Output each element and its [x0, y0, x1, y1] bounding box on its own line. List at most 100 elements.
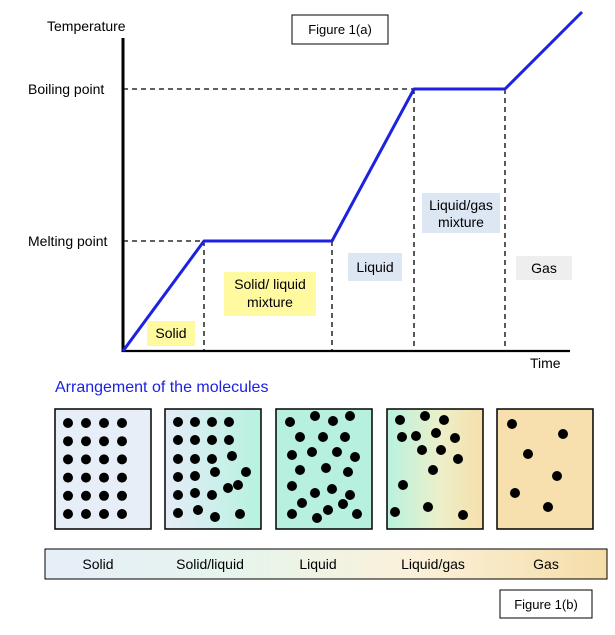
molecule-dot: [345, 490, 355, 500]
molecule-dot: [210, 512, 220, 522]
phase-text-solid: Solid: [155, 325, 186, 341]
molecule-dot: [81, 490, 91, 501]
molecule-dot: [295, 465, 305, 475]
molecule-box-liquid: [275, 408, 373, 530]
molecule-dot: [117, 509, 127, 519]
molecule-dot: [345, 411, 355, 421]
x-axis-label: Time: [530, 355, 561, 371]
melting-point-label: Melting point: [28, 233, 107, 249]
molecule-dot: [332, 447, 342, 457]
strip-label-liquid: Liquid: [299, 556, 336, 572]
phase-label-solid: Solid: [147, 321, 195, 346]
boiling-point-label: Boiling point: [28, 81, 104, 97]
phase-text-solid-liquid-line1: Solid/ liquid: [234, 276, 306, 292]
molecule-box-solid-liquid: [164, 408, 262, 530]
molecule-dot: [207, 417, 217, 427]
molecule-dot: [190, 454, 200, 464]
molecule-dot: [307, 447, 317, 457]
molecule-dot: [312, 513, 322, 523]
molecule-dot: [63, 436, 73, 447]
strip-label-solid-liquid: Solid/liquid: [176, 556, 244, 572]
molecule-dot: [227, 451, 237, 461]
molecule-dot: [190, 417, 200, 427]
molecule-dot: [297, 498, 307, 508]
molecule-dot: [173, 508, 183, 518]
phase-label-liquid: Liquid: [348, 253, 402, 281]
phase-text-liquid-gas-line1: Liquid/gas: [429, 197, 493, 213]
molecule-dot: [417, 445, 427, 455]
phase-text-solid-liquid-line2: mixture: [247, 294, 293, 310]
molecule-dot: [397, 432, 407, 442]
strip-label-solid: Solid: [82, 556, 113, 572]
molecule-dot: [350, 452, 360, 462]
molecule-dot: [207, 490, 217, 500]
molecule-dot: [458, 510, 468, 520]
molecule-dot: [207, 435, 217, 445]
figure-1b-label: Figure 1(b): [514, 597, 578, 612]
molecule-dot: [173, 490, 183, 500]
molecule-dot: [558, 429, 568, 439]
molecule-dot: [552, 471, 562, 481]
molecule-box-solid: [54, 408, 152, 530]
molecule-box-gas: [496, 408, 594, 530]
molecule-dots-liquid-gas: [390, 411, 468, 520]
molecule-dot: [190, 471, 200, 481]
molecule-dot: [390, 507, 400, 517]
molecule-dots-gas: [507, 419, 568, 512]
state-strip: Solid Solid/liquid Liquid Liquid/gas Gas: [44, 548, 608, 580]
molecule-dot: [287, 481, 297, 491]
strip-label-liquid-gas: Liquid/gas: [401, 556, 465, 572]
molecule-dot: [338, 499, 348, 509]
molecule-dot: [63, 509, 73, 519]
molecule-dot: [352, 509, 362, 519]
molecule-dot: [431, 428, 441, 438]
molecule-dot: [81, 454, 91, 465]
molecule-dot: [81, 418, 91, 428]
molecule-dot: [99, 490, 109, 501]
phase-text-liquid: Liquid: [356, 259, 393, 275]
molecule-dot: [173, 472, 183, 482]
molecule-dot: [510, 488, 520, 498]
phase-label-liquid-gas: Liquid/gas mixture: [422, 193, 500, 233]
molecule-dot: [285, 417, 295, 427]
molecule-dot: [420, 411, 430, 421]
molecule-dot: [63, 418, 73, 428]
molecule-box-liquid-gas: [386, 408, 484, 530]
molecule-dot: [436, 445, 446, 455]
molecule-dot: [223, 483, 233, 493]
molecule-dot: [287, 509, 297, 519]
molecule-dot: [318, 432, 328, 442]
arrangement-title: Arrangement of the molecules: [55, 379, 268, 396]
molecule-dot: [523, 449, 533, 459]
molecule-dot: [190, 488, 200, 498]
molecule-dot: [190, 435, 200, 445]
molecule-dot: [117, 454, 127, 465]
molecule-dot: [411, 431, 421, 441]
strip-label-gas: Gas: [533, 556, 559, 572]
molecule-dot: [224, 417, 234, 427]
molecule-dot: [235, 509, 245, 519]
molecule-dot: [453, 454, 463, 464]
molecule-dot: [207, 454, 217, 464]
phase-text-liquid-gas-line2: mixture: [438, 214, 484, 230]
molecule-dot: [439, 415, 449, 425]
molecule-dot: [323, 505, 333, 515]
molecule-dot: [117, 436, 127, 447]
molecule-dot: [398, 480, 408, 490]
molecule-dot: [117, 490, 127, 501]
molecule-dot: [173, 435, 183, 445]
molecule-dot: [173, 417, 183, 427]
molecule-dot: [328, 416, 338, 426]
molecule-dot: [99, 454, 109, 465]
molecule-dot: [327, 484, 337, 494]
molecule-dot: [81, 509, 91, 519]
molecule-dot: [310, 488, 320, 498]
molecule-dot: [224, 435, 234, 445]
molecule-dot: [321, 463, 331, 473]
molecule-dot: [233, 480, 243, 490]
phase-label-solid-liquid: Solid/ liquid mixture: [224, 272, 316, 316]
molecule-dot: [99, 472, 109, 483]
molecule-dot: [450, 433, 460, 443]
figure-1a-label-box: Figure 1(a): [291, 14, 389, 45]
molecule-dot: [117, 418, 127, 428]
